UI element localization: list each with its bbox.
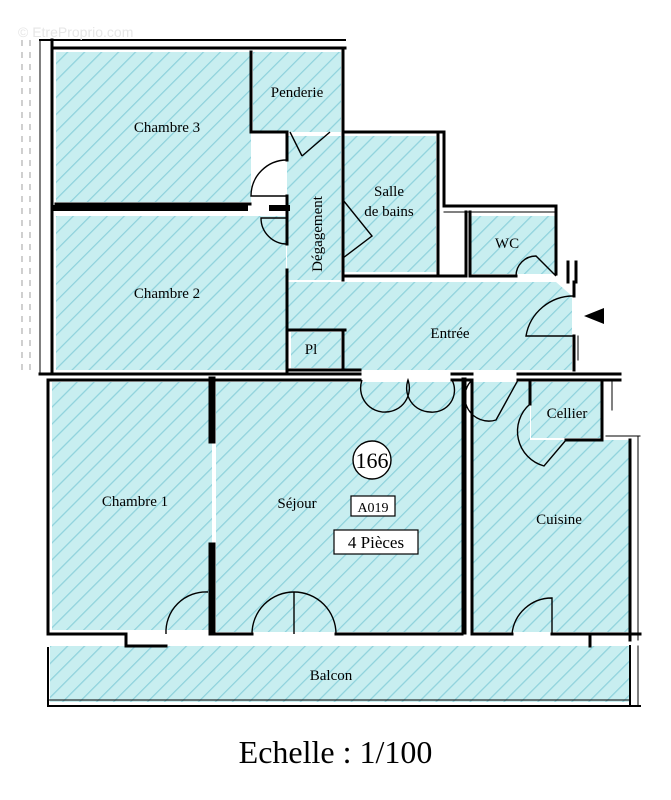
- label-cuisine: Cuisine: [536, 512, 582, 528]
- watermark: © EtreProprio.com: [18, 24, 134, 40]
- room-labels: Chambre 3 Penderie Salle de bains Dégage…: [102, 85, 588, 684]
- rooms-count-box: [333, 529, 419, 555]
- lot-number: 166: [356, 448, 389, 473]
- walls: [38, 38, 642, 707]
- room-chambre-1: [52, 382, 212, 630]
- lot-number-circle: [352, 440, 392, 480]
- room-cuisine: [472, 382, 630, 632]
- room-chambre-3: [56, 52, 251, 202]
- lot-tags: 166 A019 4 Pièces: [333, 440, 419, 555]
- room-wc: [470, 216, 556, 274]
- label-cellier: Cellier: [547, 406, 588, 422]
- rooms-count: 4 Pièces: [348, 533, 404, 552]
- lot-code: A019: [357, 501, 388, 516]
- lot-code-box: [350, 495, 396, 517]
- door-swings: [21, 40, 575, 635]
- room-degagement: [287, 136, 341, 280]
- label-placard: Pl: [305, 342, 318, 358]
- label-salle-line1: Salle: [374, 184, 404, 200]
- room-fills: [50, 52, 630, 702]
- label-salle-line2: de bains: [364, 204, 414, 220]
- label-chambre-1: Chambre 1: [102, 494, 168, 510]
- room-cellier: [531, 382, 603, 438]
- label-sejour: Séjour: [277, 496, 316, 512]
- label-chambre-3: Chambre 3: [134, 120, 200, 136]
- label-wc: WC: [495, 236, 519, 252]
- scale-label: Echelle : 1/100: [238, 734, 433, 770]
- room-chambre-2: [56, 216, 286, 370]
- label-penderie: Penderie: [271, 85, 324, 101]
- label-chambre-2: Chambre 2: [134, 286, 200, 302]
- floor-plan: 166 A019 4 Pièces Chambre 3 Penderie Sal…: [21, 38, 642, 707]
- room-balcon: [50, 646, 630, 702]
- room-entree: [287, 282, 572, 370]
- room-salle-de-bains: [344, 136, 436, 272]
- label-degagement: Dégagement: [310, 195, 326, 272]
- entry-arrow-icon: [584, 308, 604, 324]
- room-sejour: [216, 382, 462, 632]
- room-placard: [291, 332, 341, 368]
- label-balcon: Balcon: [310, 668, 353, 684]
- label-entree: Entrée: [430, 326, 469, 342]
- room-penderie: [253, 52, 341, 132]
